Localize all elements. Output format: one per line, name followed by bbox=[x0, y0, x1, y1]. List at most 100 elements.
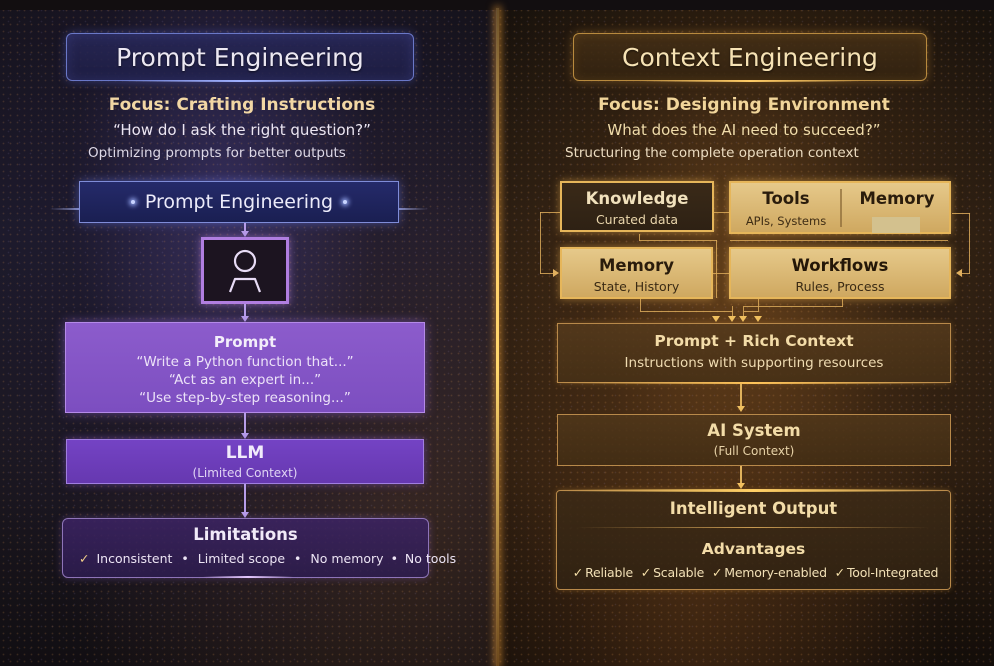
right-focus: Focus: Designing Environment bbox=[598, 95, 890, 115]
connector-line bbox=[540, 273, 554, 274]
connector-line bbox=[639, 234, 640, 241]
bullet-separator: • bbox=[294, 551, 302, 566]
prompt-engineering-title-box: Prompt Engineering bbox=[66, 33, 414, 81]
star-dot-icon bbox=[343, 200, 348, 204]
tools-section: Tools APIs, Systems bbox=[731, 183, 841, 232]
llm-subtitle: (Limited Context) bbox=[192, 466, 298, 480]
knowledge-component: Knowledge Curated data bbox=[560, 181, 714, 232]
check-icon: ✓ bbox=[834, 565, 845, 580]
divider-line bbox=[577, 527, 930, 528]
connector-line bbox=[640, 299, 641, 311]
connector-line bbox=[244, 413, 246, 433]
advantage-item: Scalable bbox=[653, 565, 705, 580]
connector-line bbox=[744, 311, 758, 312]
connector-line bbox=[744, 306, 843, 307]
redacted-label bbox=[872, 217, 920, 233]
connector-line bbox=[740, 466, 742, 484]
center-divider bbox=[496, 8, 499, 666]
connector-line bbox=[732, 306, 733, 316]
llm-title: LLM bbox=[225, 443, 265, 463]
limitations-box: Limitations ✓ Inconsistent • Limited sco… bbox=[62, 518, 456, 578]
rich-context-box: Prompt + Rich Context Instructions with … bbox=[557, 323, 951, 384]
prompt-example: “Act as an expert in...” bbox=[168, 372, 322, 388]
section-divider bbox=[840, 189, 842, 227]
arrow-down-icon bbox=[754, 316, 762, 322]
arrow-down-icon bbox=[737, 483, 745, 489]
memory-section: Memory bbox=[841, 183, 953, 233]
connector-line bbox=[842, 299, 843, 307]
advantages-list: ✓Reliable ✓Scalable ✓Memory-enabled ✓Too… bbox=[557, 565, 950, 580]
prompt-engineering-banner: Prompt Engineering bbox=[79, 181, 399, 223]
prompt-example: “Write a Python function that...” bbox=[136, 354, 354, 370]
right-description: Structuring the complete operation conte… bbox=[565, 145, 859, 161]
ai-system-subtitle: (Full Context) bbox=[713, 444, 795, 458]
box-glow bbox=[203, 576, 293, 578]
context-engineering-title-box: Context Engineering bbox=[573, 33, 927, 81]
connector-line bbox=[962, 273, 970, 274]
connector-line bbox=[714, 212, 730, 213]
limitation-item: Limited scope bbox=[197, 551, 286, 566]
rich-context-subtitle: Instructions with supporting resources bbox=[624, 355, 884, 371]
banner-label: Prompt Engineering bbox=[144, 191, 334, 213]
knowledge-subtitle: Curated data bbox=[595, 212, 679, 227]
connector-line bbox=[640, 311, 733, 312]
workflows-title: Workflows bbox=[791, 256, 889, 275]
prompt-engineering-title: Prompt Engineering bbox=[116, 42, 364, 72]
box-glow bbox=[557, 489, 950, 492]
arrow-down-icon bbox=[737, 406, 745, 412]
bullet-separator: • bbox=[181, 551, 189, 566]
output-title: Intelligent Output bbox=[669, 499, 838, 518]
banner-right-line bbox=[398, 208, 428, 210]
box-glow bbox=[558, 382, 950, 384]
arrow-down-icon bbox=[728, 316, 736, 322]
knowledge-title: Knowledge bbox=[585, 189, 689, 208]
memory-component: Memory State, History bbox=[560, 247, 713, 299]
title-glow bbox=[120, 80, 360, 82]
prompt-title: Prompt bbox=[213, 333, 277, 351]
limitations-list: ✓ Inconsistent • Limited scope • No memo… bbox=[79, 551, 456, 566]
limitation-item: Inconsistent bbox=[96, 551, 173, 566]
arrow-down-icon bbox=[241, 231, 249, 237]
connector-line bbox=[740, 384, 742, 408]
tools-memory-component: Tools APIs, Systems Memory bbox=[729, 181, 951, 234]
tools-title: Tools bbox=[762, 189, 810, 208]
ai-system-title: AI System bbox=[707, 421, 801, 440]
connector-line bbox=[244, 304, 246, 318]
left-focus: Focus: Crafting Instructions bbox=[108, 95, 376, 115]
memory-title: Memory bbox=[598, 256, 675, 275]
connector-line bbox=[952, 213, 970, 214]
connector-line bbox=[758, 299, 759, 312]
top-edge bbox=[0, 0, 994, 10]
advantage-item: Tool-Integrated bbox=[846, 565, 939, 580]
arrow-down-icon bbox=[241, 512, 249, 518]
advantage-item: Reliable bbox=[585, 565, 633, 580]
left-question: “How do I ask the right question?” bbox=[113, 121, 371, 139]
user-icon-box bbox=[201, 237, 289, 304]
arrow-right-icon bbox=[553, 269, 559, 277]
arrow-left-icon bbox=[956, 269, 962, 277]
prompt-example: “Use step-by-step reasoning...” bbox=[139, 390, 351, 406]
ai-system-box: AI System (Full Context) bbox=[557, 414, 951, 466]
connector-line bbox=[969, 213, 970, 274]
intelligent-output-box: Intelligent Output Advantages ✓Reliable … bbox=[556, 489, 951, 590]
check-icon: ✓ bbox=[79, 551, 90, 566]
arrow-down-icon bbox=[241, 433, 249, 439]
right-question: What does the AI need to succeed?” bbox=[607, 121, 881, 139]
connector-line bbox=[716, 240, 717, 298]
check-icon: ✓ bbox=[640, 565, 652, 580]
title-glow bbox=[640, 80, 860, 82]
check-icon: ✓ bbox=[572, 565, 584, 580]
arrow-down-icon bbox=[712, 316, 720, 322]
workflows-component: Workflows Rules, Process bbox=[729, 247, 951, 299]
connector-line bbox=[713, 273, 730, 274]
llm-box: LLM (Limited Context) bbox=[66, 439, 424, 484]
memory-title: Memory bbox=[859, 189, 935, 208]
advantage-item: Memory-enabled bbox=[724, 565, 827, 580]
connector-line bbox=[244, 223, 246, 233]
star-dot-icon bbox=[130, 200, 135, 204]
connector-line bbox=[730, 240, 948, 241]
rich-context-title: Prompt + Rich Context bbox=[654, 332, 854, 350]
connector-line bbox=[540, 212, 561, 213]
context-engineering-title: Context Engineering bbox=[622, 42, 878, 72]
check-icon: ✓ bbox=[711, 565, 723, 580]
